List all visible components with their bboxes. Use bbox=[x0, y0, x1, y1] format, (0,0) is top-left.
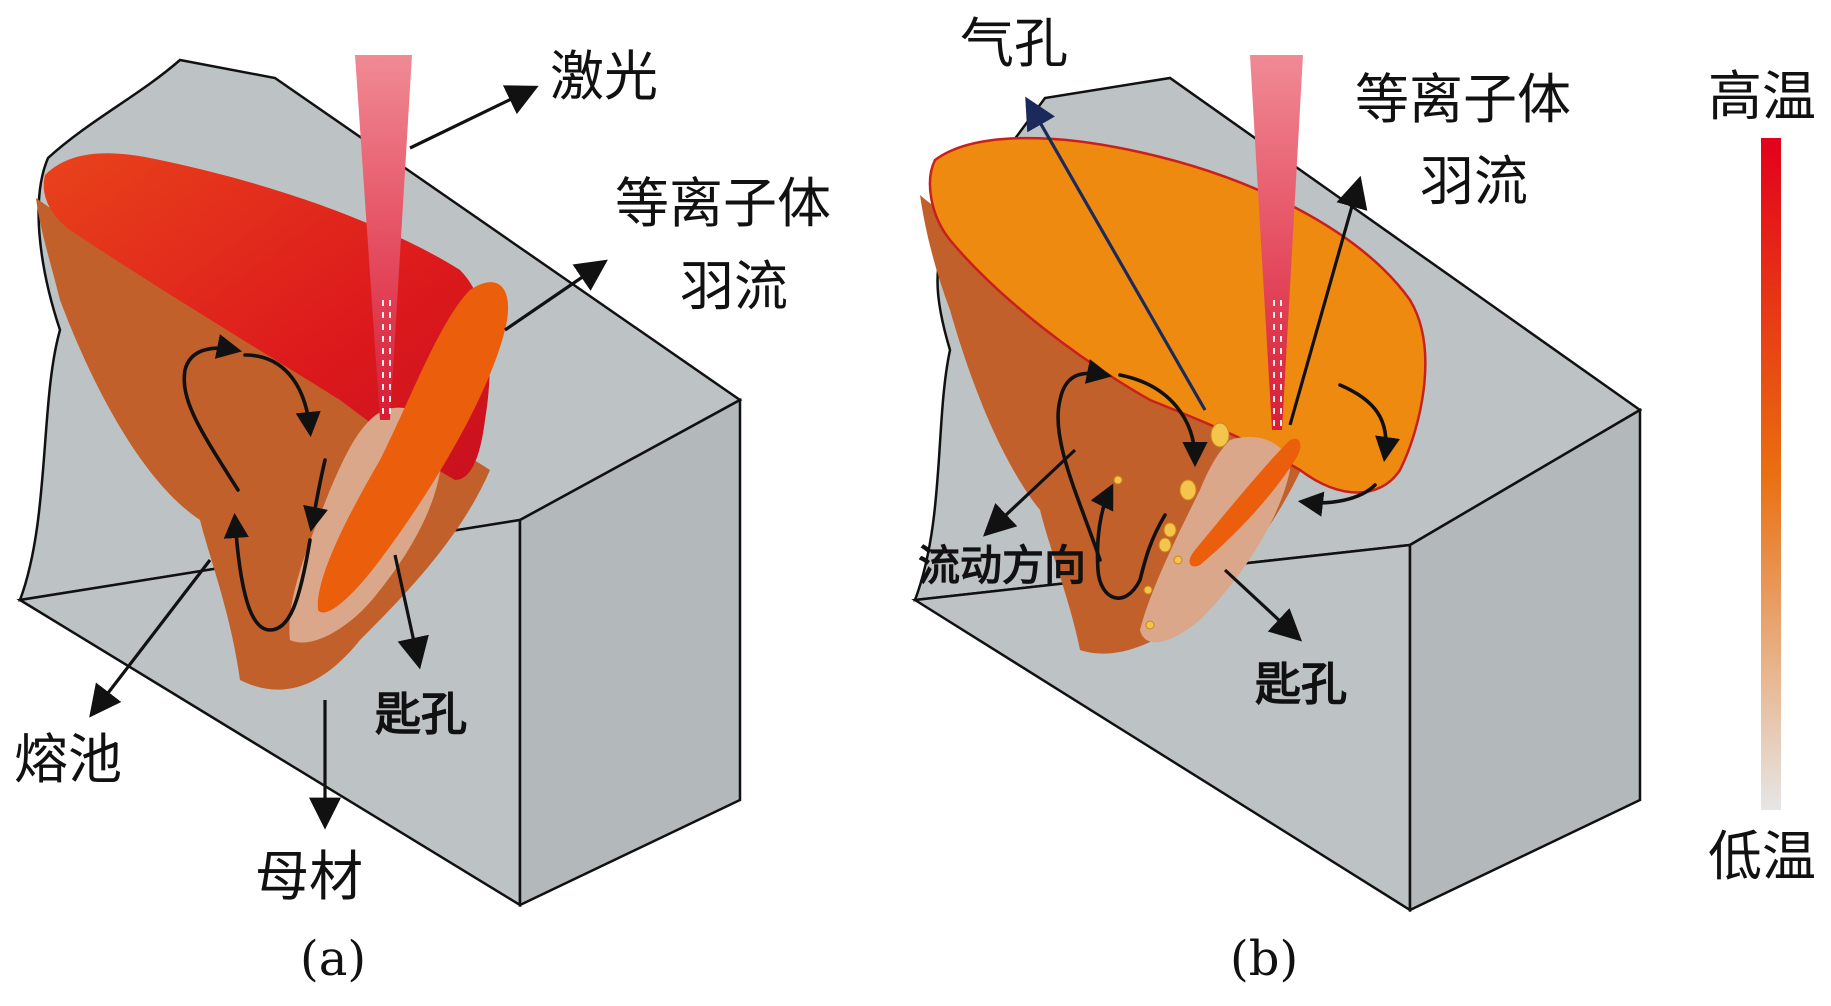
pool-surface-b bbox=[928, 136, 1427, 494]
label-high-temp: 高温 bbox=[1708, 65, 1816, 128]
flow-arrows-b bbox=[1056, 359, 1401, 600]
flow-arrows-a bbox=[182, 334, 328, 632]
panel-b: 气孔 等离子体 羽流 流动方向 匙孔 (b) bbox=[911, 12, 1643, 987]
label-base-metal-a: 母材 bbox=[255, 845, 363, 908]
label-plasma-a-line2: 羽流 bbox=[680, 255, 788, 318]
temperature-color-scale: 高温 低温 bbox=[1708, 65, 1816, 888]
label-keyhole-b: 匙孔 bbox=[1255, 657, 1347, 711]
plasma-plume-a bbox=[317, 282, 509, 613]
color-scale-bar bbox=[1761, 138, 1781, 810]
laser-beam-b bbox=[1250, 55, 1303, 430]
label-keyhole-a: 匙孔 bbox=[375, 687, 467, 741]
label-low-temp: 低温 bbox=[1708, 825, 1816, 888]
label-plasma-b-line2: 羽流 bbox=[1420, 150, 1528, 213]
label-plasma-a-line1: 等离子体 bbox=[615, 172, 831, 235]
pores-b bbox=[1113, 422, 1230, 630]
label-flow-direction-b: 流动方向 bbox=[918, 541, 1086, 590]
laser-beam-a bbox=[355, 55, 412, 420]
label-laser-a: 激光 bbox=[550, 45, 658, 108]
label-plasma-b-line1: 等离子体 bbox=[1355, 68, 1571, 131]
caption-b: (b) bbox=[1230, 931, 1298, 987]
label-pore-b: 气孔 bbox=[960, 12, 1068, 75]
caption-a: (a) bbox=[300, 931, 366, 987]
label-molten-pool-a: 熔池 bbox=[14, 728, 122, 791]
panel-a: 激光 等离子体 羽流 熔池 母材 匙孔 (a) bbox=[14, 45, 831, 987]
